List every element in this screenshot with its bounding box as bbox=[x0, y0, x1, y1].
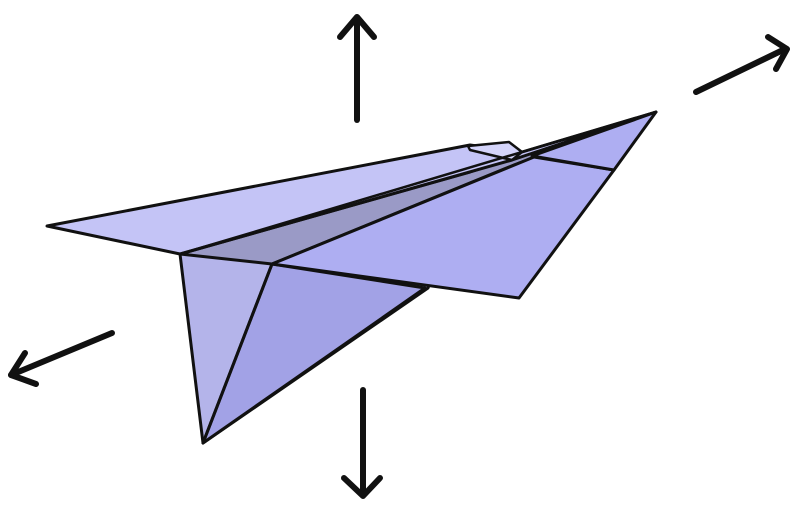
arrow-forward-icon bbox=[693, 34, 790, 95]
airplane-crease-line bbox=[178, 110, 658, 256]
arrow-backward-icon bbox=[8, 330, 115, 387]
paper-airplane bbox=[45, 110, 658, 445]
arrow-up-icon bbox=[337, 14, 377, 123]
force-arrows bbox=[8, 14, 790, 499]
airplane-crease-line-2 bbox=[201, 262, 274, 445]
arrow-down-icon bbox=[341, 387, 383, 499]
airplane-nose-facet bbox=[530, 110, 658, 172]
